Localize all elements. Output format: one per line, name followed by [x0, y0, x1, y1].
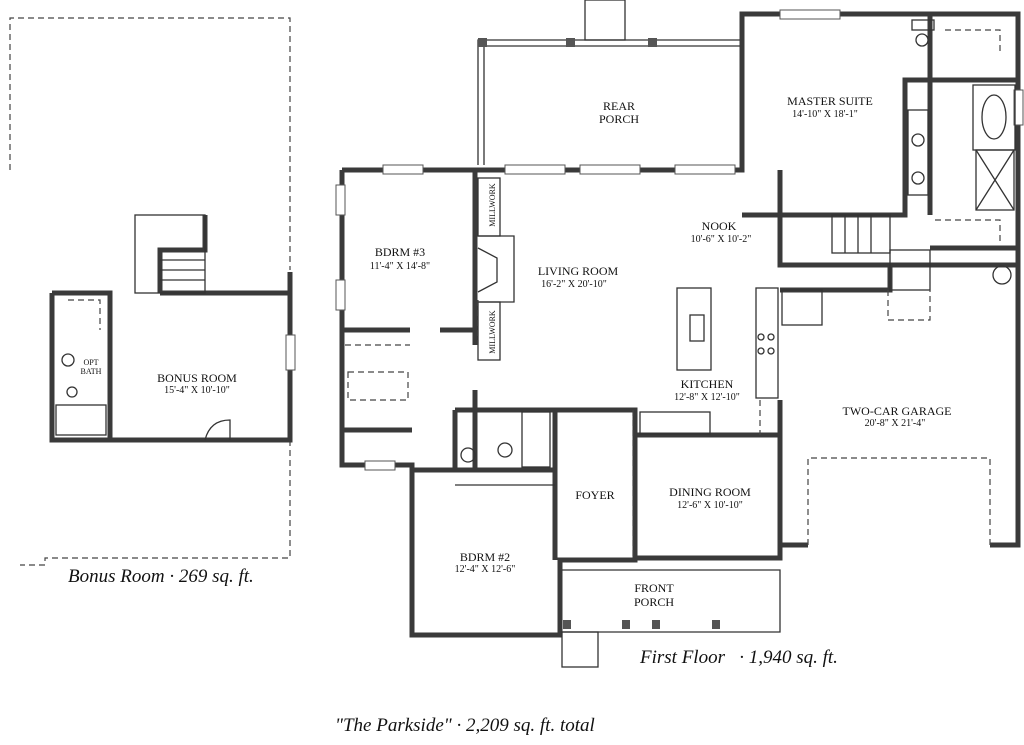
garage-dims: 20'-8" X 21'-4"	[865, 418, 926, 429]
bdrm2-dims: 12'-4" X 12'-6"	[455, 564, 516, 575]
bonus-room-walls	[49, 214, 293, 443]
living-room-dims: 16'-2" X 20'-10"	[541, 279, 607, 290]
bdrm3-label: BDRM #3	[375, 245, 425, 259]
rear-porch-label-2: PORCH	[599, 112, 639, 126]
total-caption: "The Parkside" · 2,209 sq. ft. total	[335, 715, 595, 736]
foyer-label: FOYER	[575, 488, 614, 502]
attic-outline	[9, 17, 291, 566]
front-porch-label-2: PORCH	[634, 595, 674, 609]
kitchen-label: KITCHEN	[681, 377, 734, 391]
nook-dims: 10'-6" X 10'-2"	[691, 234, 752, 245]
millwork-label-top: MILLWORK	[488, 183, 497, 227]
nook-label: NOOK	[702, 219, 737, 233]
rear-porch	[477, 0, 742, 165]
millwork-label-bottom: MILLWORK	[488, 310, 497, 354]
opt-bath-label: OPT	[83, 358, 98, 367]
windows	[285, 9, 1024, 471]
dining-room-dims: 12'-6" X 10'-10"	[677, 500, 743, 511]
first-floor-walls	[339, 11, 1021, 638]
living-room-label: LIVING ROOM	[538, 264, 619, 278]
bdrm3-dims: 11'-4" X 14'-8"	[370, 261, 430, 272]
first-floor-caption: First Floor · 1,940 sq. ft.	[639, 647, 838, 668]
opt-bath-label-2: BATH	[81, 367, 102, 376]
master-suite-dims: 14'-10" X 18'-1"	[792, 109, 858, 120]
master-suite-label: MASTER SUITE	[787, 94, 873, 108]
bdrm2-label: BDRM #2	[460, 550, 510, 564]
rear-porch-label: REAR	[603, 99, 635, 113]
dining-room-label: DINING ROOM	[669, 485, 751, 499]
bonus-room-dims: 15'-4" X 10'-10"	[164, 385, 230, 396]
bonus-room-label: BONUS ROOM	[157, 371, 237, 385]
fixtures	[345, 19, 1016, 668]
front-porch-label: FRONT	[634, 581, 674, 595]
kitchen-dims: 12'-8" X 12'-10"	[674, 392, 740, 403]
garage-label: TWO-CAR GARAGE	[843, 404, 952, 418]
bonus-room-caption: Bonus Room · 269 sq. ft.	[68, 566, 254, 587]
